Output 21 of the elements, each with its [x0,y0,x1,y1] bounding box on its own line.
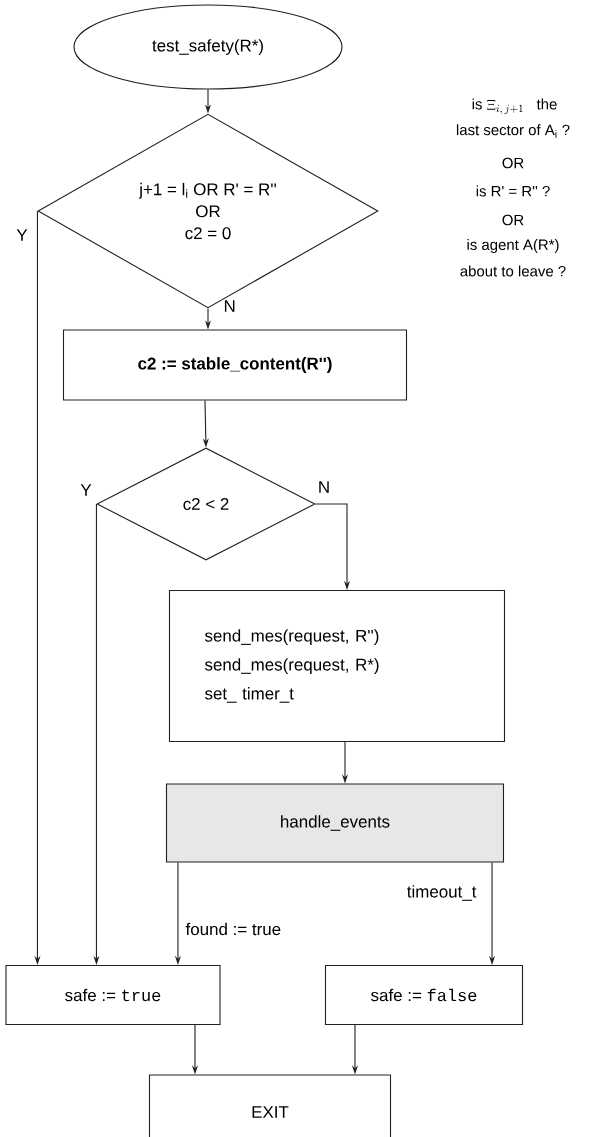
process-box: safe := true [5,964,221,1026]
formula: $\Xi_{i,\,j+1}$ [487,100,523,115]
note-text: is agent A(R*) [467,239,559,253]
exit-box: EXIT [148,1074,392,1137]
edge-label: N [319,481,329,493]
edge-label: N [224,300,235,312]
note-text: is R' = R'' ? [476,185,550,197]
note-text: last sector of A$_{i}$ ? [456,124,570,138]
note-text: the [536,98,557,110]
process-box: send_mes(request, R'') send_mes(request, R*) set_ timer_t [168,589,506,743]
edge-label: Y [16,229,28,241]
edge-label: found := true [185,922,281,936]
edge-label: Y [80,484,92,496]
process-box: handle_events [165,783,505,863]
note-text: OR [502,157,524,169]
note-text: about to leave ? [460,265,566,277]
note-text: is [472,98,482,110]
process-box: c2 := stable_content(R'') [62,329,408,401]
note-text: OR [502,214,524,226]
process-box: safe := false [324,964,524,1026]
edge-label: timeout_t [407,885,477,901]
